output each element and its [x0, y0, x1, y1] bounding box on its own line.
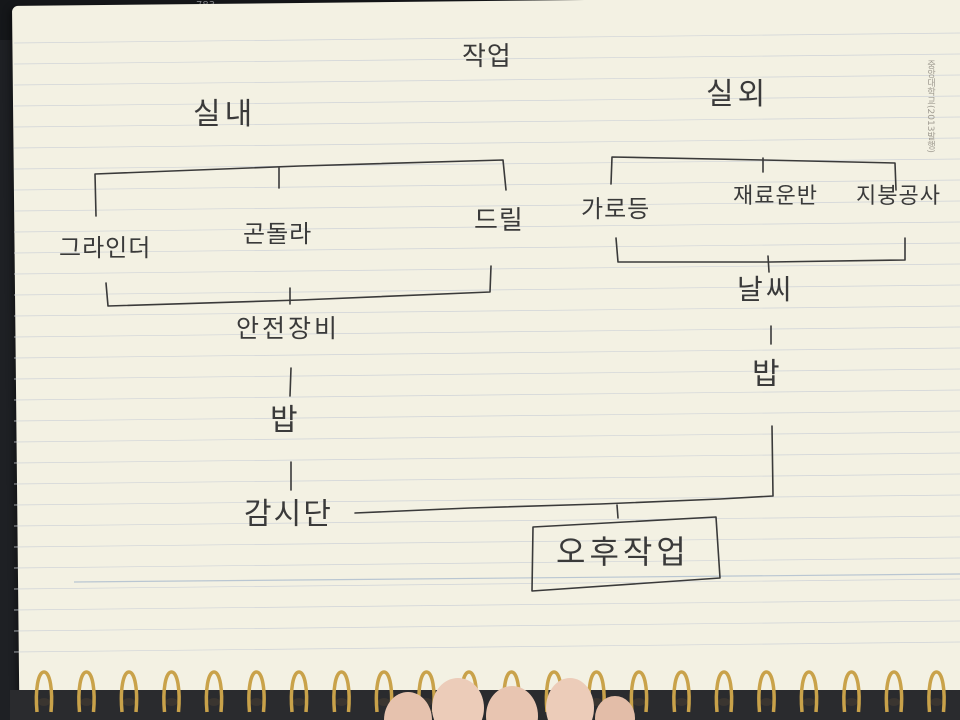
- margin-line: [73, 573, 960, 583]
- ruled-line: [13, 557, 960, 569]
- ruled-line: [13, 599, 960, 611]
- final-box: [531, 516, 721, 592]
- indoor-step-meal: 밥: [270, 403, 299, 438]
- ruled-line: [13, 368, 960, 380]
- outdoor-heading: 실외: [706, 77, 770, 112]
- ruled-line: [13, 641, 960, 653]
- spiral-ring: [842, 670, 861, 713]
- ruled-line: [13, 305, 960, 317]
- ruled-line: [13, 347, 960, 359]
- final-afternoon-work: 오후작업: [556, 533, 690, 571]
- ruled-line: [13, 536, 960, 548]
- spiral-ring: [629, 670, 649, 713]
- indoor-tool-gondola: 곤돌라: [243, 220, 313, 248]
- indoor-tool-drill: 드릴: [474, 206, 524, 236]
- ruled-line: [13, 284, 960, 296]
- ruled-line: [13, 116, 960, 128]
- outdoor-merge-weather: 날씨: [737, 273, 795, 306]
- diagram-title: 작업: [462, 42, 512, 72]
- ruled-line: [13, 578, 960, 590]
- spiral-ring: [757, 670, 776, 713]
- spiral-ring: [204, 670, 224, 713]
- final-tick: [616, 504, 619, 519]
- ruled-line: [13, 473, 960, 485]
- indoor-top-bracket: [94, 159, 507, 217]
- spiral-ring: [77, 670, 96, 713]
- ruled-line: [13, 326, 960, 338]
- ruled-line: [13, 200, 960, 212]
- outdoor-bottom-tick: [767, 255, 770, 273]
- indoor-end-monitor: 감시단: [244, 497, 333, 532]
- indoor-heading: 실내: [193, 97, 257, 132]
- ruled-line: [13, 137, 960, 149]
- spiral-ring: [247, 670, 266, 713]
- spiral-ring: [799, 670, 819, 713]
- ruled-line: [13, 410, 960, 422]
- spiral-ring: [884, 670, 904, 713]
- ruled-line: [13, 515, 960, 527]
- ruled-line: [13, 263, 960, 275]
- indoor-link-1: [289, 367, 292, 397]
- ruled-line: [13, 53, 960, 65]
- ruled-line: [13, 242, 960, 254]
- ruled-line: [13, 74, 960, 86]
- ruled-line: [13, 620, 960, 632]
- outdoor-task-material-transport: 재료운반: [733, 184, 818, 209]
- ruled-line: [13, 179, 960, 191]
- page-watermark: 중앙대학교(2013발행): [925, 60, 935, 153]
- spiral-ring: [927, 670, 946, 713]
- ruled-line: [13, 32, 960, 44]
- spiral-ring: [714, 670, 734, 713]
- spiral-ring: [119, 670, 139, 713]
- indoor-merge-safety-gear: 안전장비: [236, 314, 341, 343]
- ruled-line: [13, 452, 960, 464]
- indoor-bottom-bracket: [105, 265, 492, 307]
- spiral-ring: [289, 670, 309, 713]
- spiral-ring: [332, 670, 351, 713]
- outdoor-task-streetlight: 가로등: [581, 195, 651, 223]
- spiral-ring: [34, 670, 54, 713]
- ruled-line: [13, 389, 960, 401]
- indoor-tool-grinder: 그라인더: [59, 234, 152, 262]
- ruled-line: [13, 221, 960, 233]
- ruled-line: [13, 95, 960, 107]
- outdoor-task-roof-work: 지붕공사: [856, 184, 941, 209]
- ruled-line: [13, 494, 960, 506]
- spiral-ring: [672, 670, 691, 713]
- spiral-ring: [162, 670, 181, 713]
- spiral-ring: [374, 670, 394, 713]
- outdoor-link-2: [354, 425, 774, 514]
- ruled-line: [13, 431, 960, 443]
- outdoor-step-meal: 밥: [752, 357, 781, 392]
- outdoor-bottom-bracket: [615, 237, 906, 263]
